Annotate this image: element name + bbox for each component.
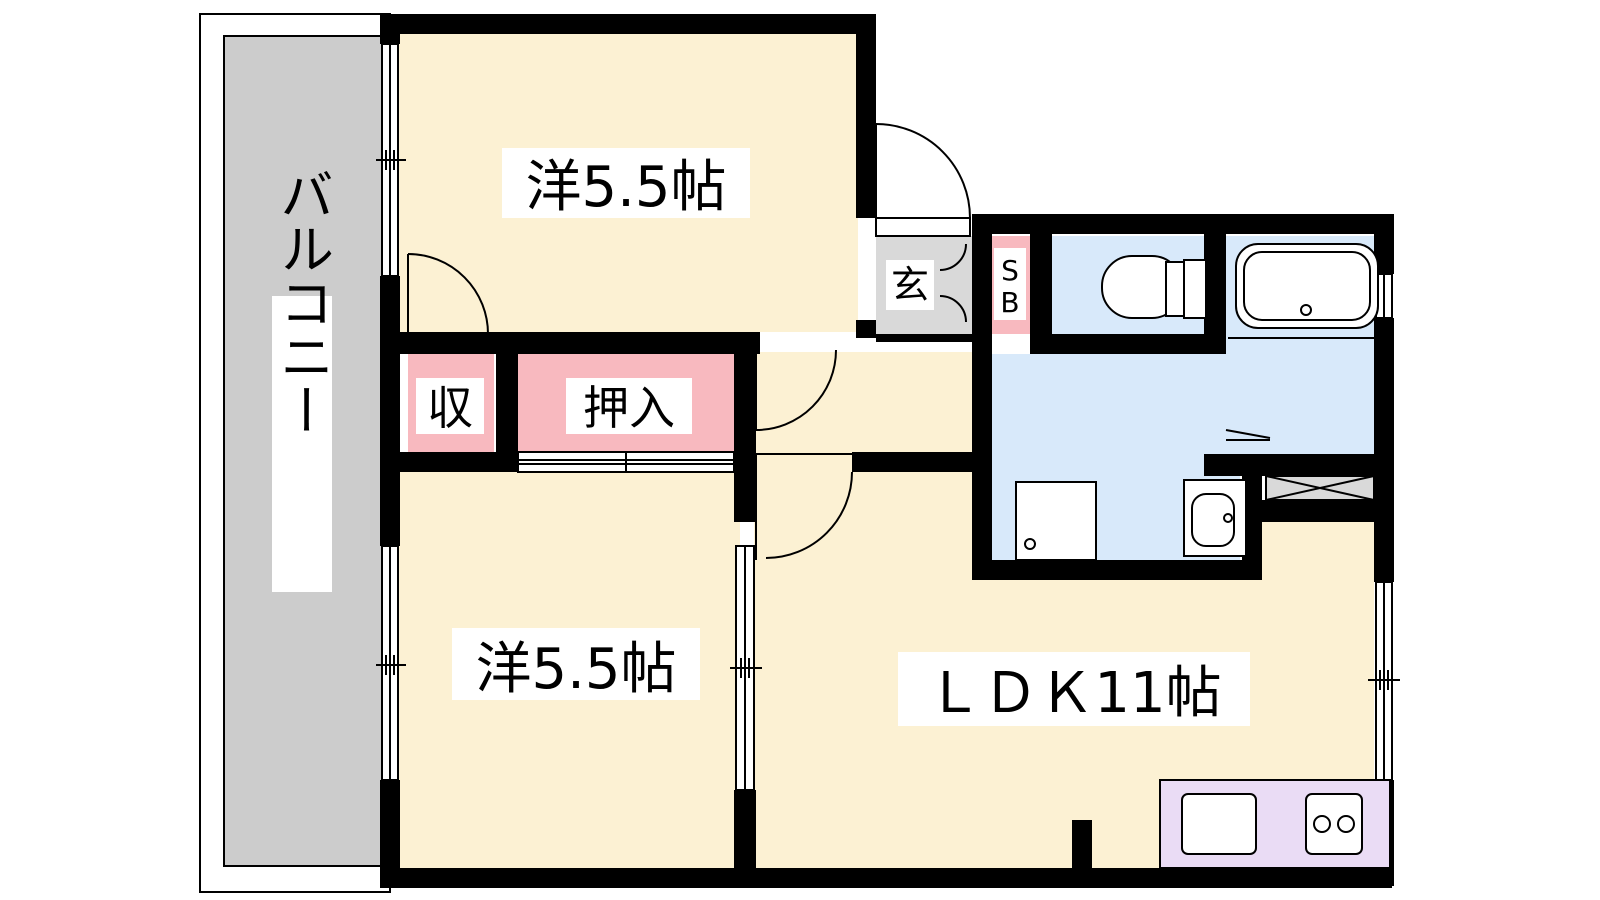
room-lower-label: 洋5.5帖: [475, 637, 676, 702]
labels: バルコニー 洋5.5帖 洋5.5帖 ＬＤＫ11帖 収 押入 玄 S B: [271, 148, 1250, 726]
ldk-label: ＬＤＫ11帖: [926, 661, 1221, 726]
walls: [380, 14, 1394, 888]
wash-basin-icon: [1183, 479, 1247, 557]
doors: [407, 123, 1271, 560]
shoe-box-label-s: S: [1001, 254, 1019, 287]
washing-machine-icon: [1015, 481, 1097, 561]
ldk-floor-right-upper: [1262, 520, 1374, 580]
hall-floor: [754, 352, 972, 452]
balcony: [199, 13, 391, 893]
genkan-label: 玄: [891, 263, 929, 307]
fixtures: [985, 243, 1392, 869]
closet-oshiire-label: 押入: [583, 381, 675, 435]
windows: [376, 43, 1400, 791]
balcony-label: バルコニー: [271, 167, 334, 437]
toilet-icon: [1101, 255, 1207, 319]
laundry-area-icon: [1265, 475, 1375, 501]
room-upper-label: 洋5.5帖: [525, 155, 726, 220]
bathtub-icon: [1228, 243, 1392, 339]
closet-small-label: 収: [427, 381, 473, 435]
kitchen-counter-icon: [1159, 779, 1391, 869]
shoe-box-label-b: B: [1000, 286, 1019, 319]
